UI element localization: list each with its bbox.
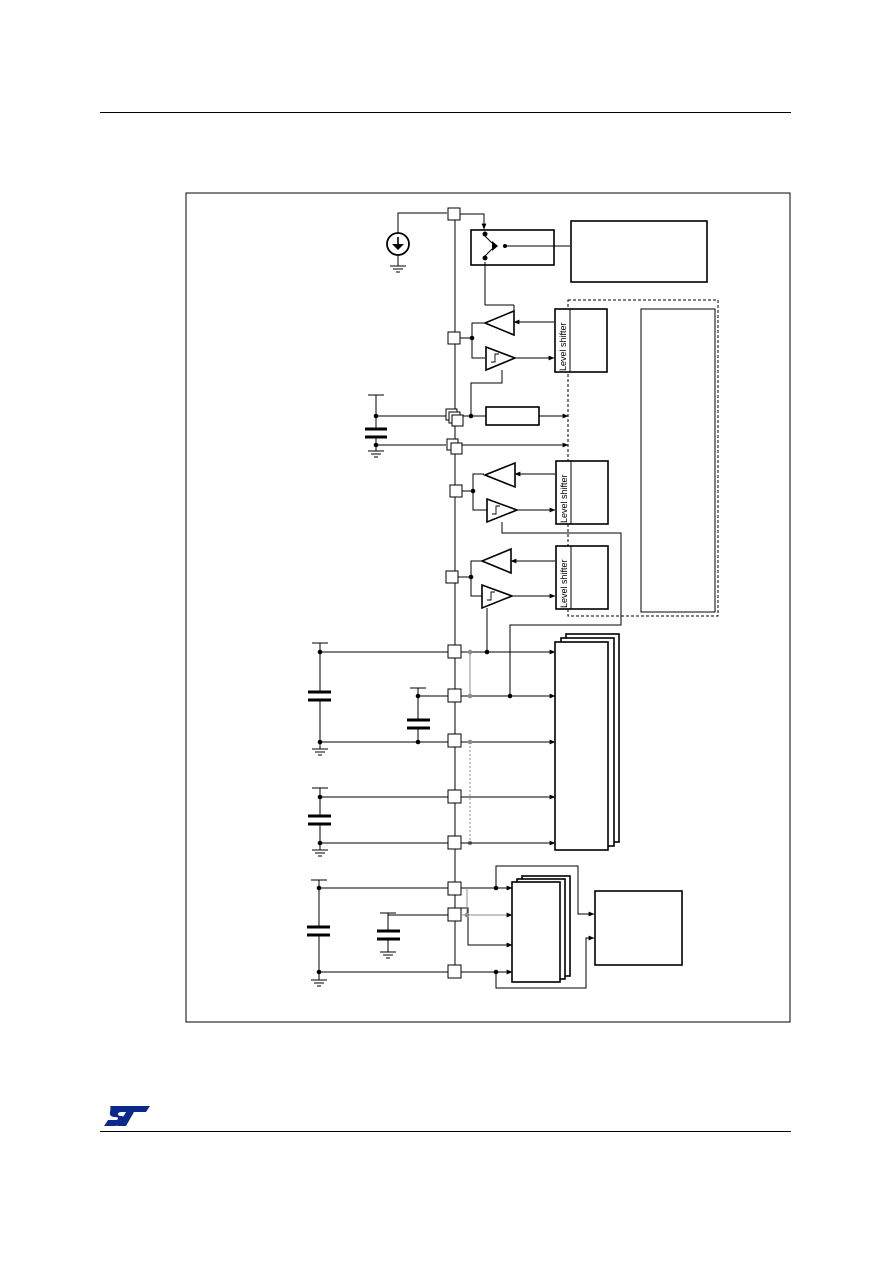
level-shifter-label: Level shifter [558, 322, 568, 371]
level-shifter-label: Level shifter [559, 474, 569, 523]
supply-decap-1 [365, 370, 569, 458]
stacked-block-lower [511, 881, 561, 983]
supply-rails-group-3 [307, 865, 683, 989]
level-shifter-3 [555, 545, 609, 610]
pad-7 [447, 733, 462, 748]
pad-11 [447, 907, 462, 922]
header-rule [100, 112, 791, 113]
bottom-right-block [594, 890, 683, 966]
level-shifter-label: Level shifter [559, 559, 569, 608]
supply-rails-group-2 [308, 787, 556, 857]
analog-switch-block [470, 229, 570, 316]
figure-frame [185, 192, 791, 1023]
stacked-analog-blocks [554, 633, 620, 851]
pad-12 [447, 964, 462, 979]
pad-10 [447, 881, 462, 896]
pad-5 [447, 644, 462, 659]
supply-rails-group-1 [308, 642, 556, 846]
io-cell-3: Level shifter [445, 545, 609, 651]
pad-3 [449, 484, 463, 498]
dashed-peripheral-group [567, 299, 719, 617]
st-logo-icon [104, 1106, 150, 1126]
top-right-block [570, 220, 708, 283]
pad-1 [447, 207, 461, 221]
top-pad-group [386, 207, 487, 273]
pad-6 [447, 688, 462, 703]
io-cell-1: Level shifter [447, 308, 608, 373]
regulator-block [485, 406, 540, 426]
level-shifter-2 [555, 460, 609, 525]
pad-4 [445, 570, 459, 584]
inner-tall-block [640, 308, 716, 613]
pad-9 [447, 835, 462, 850]
footer-rule [100, 1131, 791, 1132]
pad-8 [447, 789, 462, 804]
pad-2 [447, 331, 461, 345]
io-cell-2: Level shifter [449, 460, 622, 695]
level-shifter-1 [554, 308, 608, 373]
